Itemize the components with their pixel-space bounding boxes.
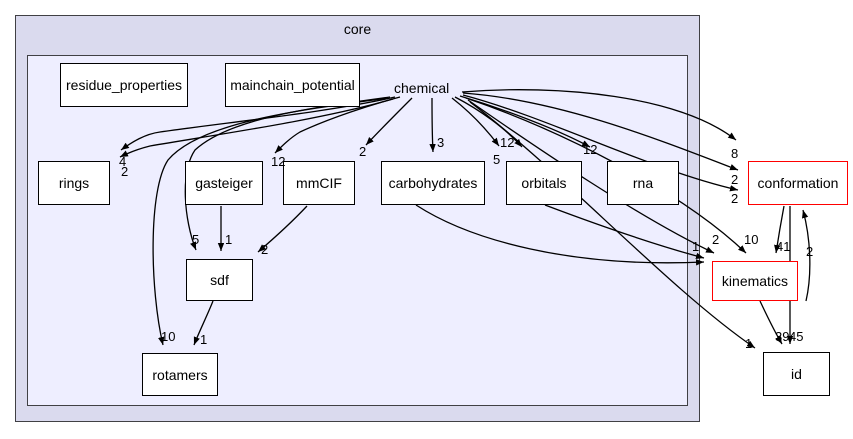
edge-weight-label: 2 — [121, 164, 129, 179]
node-sdf-label: sdf — [210, 272, 229, 288]
node-orbitals[interactable]: orbitals — [506, 161, 582, 205]
node-rna-label: rna — [632, 175, 654, 191]
edge-weight-label: 12 — [500, 135, 515, 150]
edge-weight-label: 1 — [692, 239, 700, 254]
edge-weight-label: 4 — [119, 154, 127, 169]
cluster-core-title: core — [343, 21, 372, 37]
node-rna[interactable]: rna — [607, 161, 679, 205]
edge-weight-label: 5 — [493, 152, 501, 167]
node-rings[interactable]: rings — [38, 161, 110, 205]
edge-weight-label: 10 — [744, 232, 759, 247]
edge-weight-label: 45 — [789, 329, 804, 344]
edge-weight-label: 41 — [776, 239, 791, 254]
node-residue-properties[interactable]: residue_properties — [60, 63, 188, 107]
edge-weight-label: 1 — [225, 232, 233, 247]
node-rotamers[interactable]: rotamers — [142, 353, 218, 396]
node-rings-label: rings — [58, 175, 90, 191]
node-residue-properties-label: residue_properties — [66, 77, 182, 93]
edge-weight-label: 2 — [359, 144, 367, 159]
node-mainchain-potential[interactable]: mainchain_potential — [225, 63, 360, 107]
node-carbohydrates[interactable]: carbohydrates — [381, 161, 485, 205]
edge-weight-label: 12 — [271, 154, 286, 169]
node-conformation[interactable]: conformation — [748, 161, 848, 205]
edge-weight-label: 1 — [200, 332, 208, 347]
node-gasteiger[interactable]: gasteiger — [185, 161, 263, 205]
node-mmcif-label: mmCIF — [296, 175, 342, 191]
edge-weight-label: 2 — [731, 172, 739, 187]
node-conformation-label: conformation — [757, 175, 839, 191]
edge-weight-label: 3 — [437, 135, 445, 150]
edge-weight-label: 2 — [731, 191, 739, 206]
edge-weight-label: 1 — [745, 336, 753, 351]
node-id-label: id — [791, 366, 802, 382]
node-kinematics-label: kinematics — [721, 273, 789, 289]
node-carbohydrates-label: carbohydrates — [388, 175, 478, 191]
node-chemical-label: chemical — [394, 80, 450, 96]
edge-weight-label: 2 — [261, 242, 269, 257]
node-gasteiger-label: gasteiger — [195, 175, 253, 191]
edge-weight-label: 2 — [806, 244, 814, 259]
node-id[interactable]: id — [763, 352, 830, 396]
edge-weight-label: 12 — [583, 142, 598, 157]
node-orbitals-label: orbitals — [521, 175, 567, 191]
node-mmcif[interactable]: mmCIF — [283, 161, 355, 205]
edge-weight-label: 10 — [161, 329, 176, 344]
edge-weight-label: 5 — [192, 232, 200, 247]
edge-weight-label: 8 — [731, 146, 739, 161]
node-sdf[interactable]: sdf — [186, 259, 253, 301]
node-kinematics[interactable]: kinematics — [712, 261, 798, 301]
edge-weight-label: 2 — [712, 232, 720, 247]
edge-weight-label: 39 — [775, 329, 790, 344]
node-rotamers-label: rotamers — [152, 366, 208, 383]
node-mainchain-potential-label: mainchain_potential — [230, 77, 355, 93]
